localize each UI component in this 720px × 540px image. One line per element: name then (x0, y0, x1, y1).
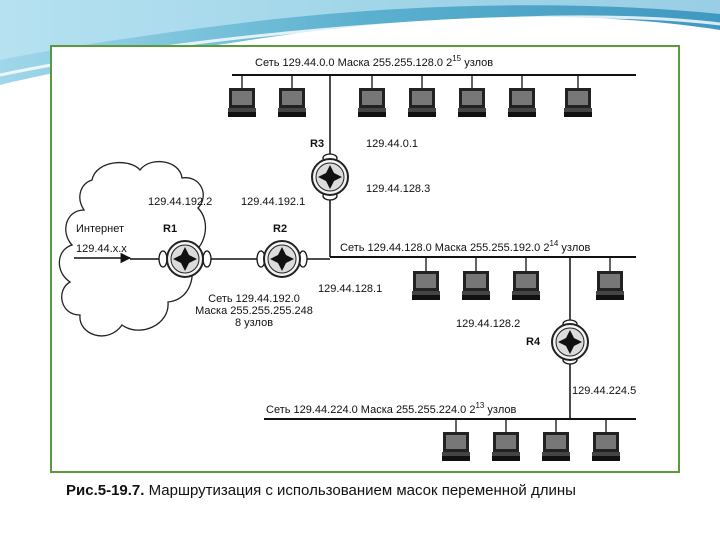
link-net-label: Сеть 129.44.192.0 (208, 293, 300, 305)
r2-address: 129.44.192.1 (241, 196, 305, 208)
internet-label: Интернет (76, 223, 124, 235)
router-r1-label: R1 (163, 223, 177, 235)
router-r1-icon (166, 240, 204, 278)
link-hosts-label: 8 узлов (235, 317, 273, 329)
net2-computers (412, 271, 624, 300)
net1-label: Сеть 129.44.0.0 Маска 255.255.128.0 215 … (255, 54, 493, 69)
r4-top-address: 129.44.128.2 (456, 318, 520, 330)
computer-icon (408, 88, 436, 117)
computer-icon (462, 271, 490, 300)
computer-icon (442, 432, 470, 461)
computer-icon (458, 88, 486, 117)
link-mask-label: Маска 255.255.255.248 (195, 305, 313, 317)
computer-icon (512, 271, 540, 300)
r2-lan-address: 129.44.128.1 (318, 283, 382, 295)
computer-icon (542, 432, 570, 461)
computer-icon (412, 271, 440, 300)
net3-label: Сеть 129.44.224.0 Маска 255.255.224.0 21… (266, 401, 517, 416)
net3-computers (442, 432, 620, 461)
r1-address: 129.44.192.2 (148, 196, 212, 208)
router-r4-label: R4 (526, 336, 541, 348)
router-r3-label: R3 (310, 138, 324, 150)
net1-computers (228, 88, 592, 117)
computer-icon (228, 88, 256, 117)
r3-top-address: 129.44.0.1 (366, 138, 418, 150)
router-r3-icon (311, 158, 349, 196)
figure-caption-text: Маршрутизация с использованием масок пер… (144, 482, 576, 499)
router-r2-label: R2 (273, 223, 287, 235)
computer-icon (492, 432, 520, 461)
computer-icon (564, 88, 592, 117)
computer-icon (358, 88, 386, 117)
router-r2-icon (263, 240, 301, 278)
computer-icon (592, 432, 620, 461)
computer-icon (278, 88, 306, 117)
computer-icon (508, 88, 536, 117)
net2-label: Сеть 129.44.128.0 Маска 255.255.192.0 21… (340, 239, 591, 254)
r3-bottom-address: 129.44.128.3 (366, 183, 430, 195)
router-r4-icon (551, 323, 589, 361)
internet-address: 129.44.x.x (76, 243, 127, 255)
figure-number: Рис.5-19.7. (66, 482, 145, 499)
internet-cloud (58, 160, 207, 337)
computer-icon (596, 271, 624, 300)
r4-bottom-address: 129.44.224.5 (572, 385, 636, 397)
figure-caption: Рис.5-19.7. Маршрутизация с использовани… (66, 482, 576, 499)
